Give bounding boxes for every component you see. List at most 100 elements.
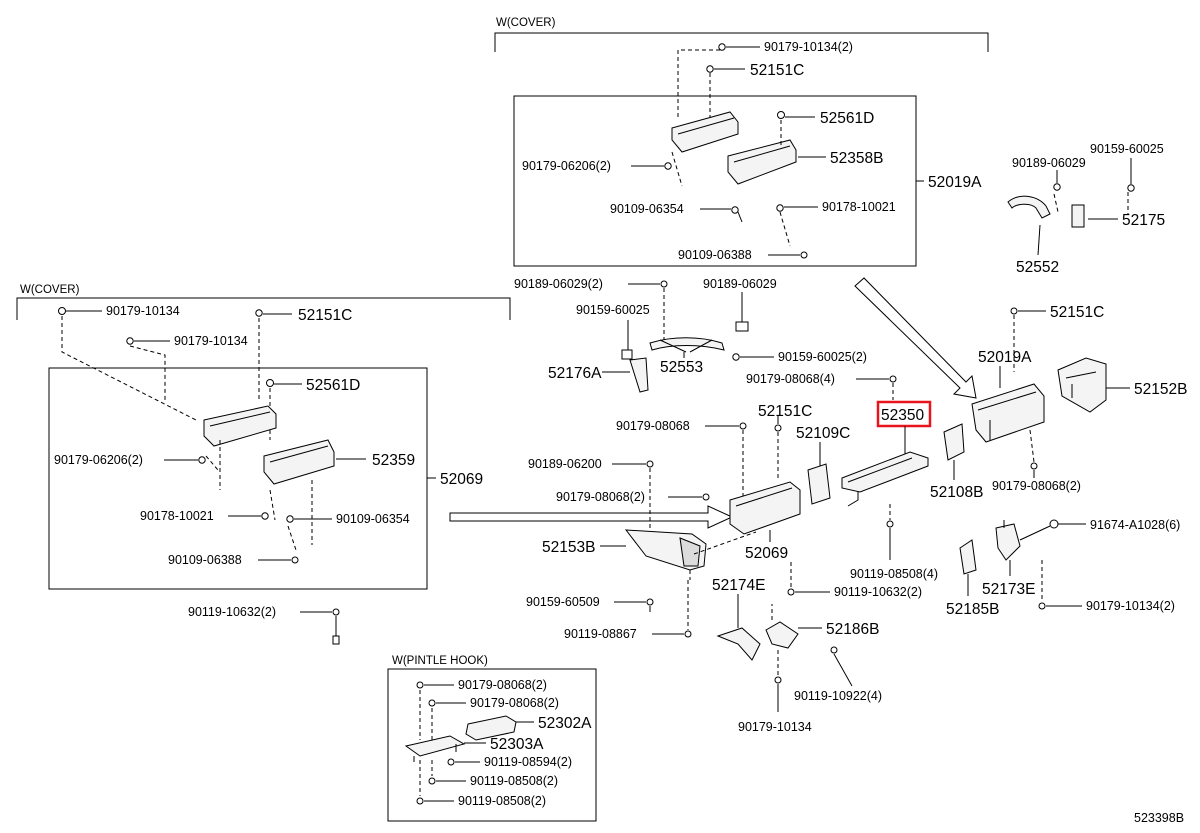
bolt-icon xyxy=(126,337,134,345)
part-label[interactable]: 90179-10134(2) xyxy=(1086,599,1175,613)
bracket-part xyxy=(1071,204,1085,228)
bracket-part xyxy=(629,357,649,393)
highlight-box xyxy=(876,400,932,428)
part-label[interactable]: 90119-10632(2) xyxy=(834,585,922,599)
part-label[interactable]: 52152B xyxy=(1134,381,1187,398)
part-label[interactable]: 90109-06388 xyxy=(168,553,242,567)
part-label[interactable]: 90119-10922(4) xyxy=(794,689,882,703)
part-label[interactable]: 52552 xyxy=(1016,259,1059,276)
part-label[interactable]: 90179-10134(2) xyxy=(764,40,853,54)
plate-part xyxy=(841,451,929,493)
part-label[interactable]: 90159-60509 xyxy=(526,595,600,609)
bolt-icon xyxy=(1053,183,1061,191)
part-label[interactable]: 90119-10632(2) xyxy=(188,605,276,619)
part-label[interactable]: 90179-06206(2) xyxy=(522,159,611,173)
part-label[interactable]: 52553 xyxy=(660,359,703,376)
part-label[interactable]: 52151C xyxy=(750,62,804,79)
part-label[interactable]: 90179-10134 xyxy=(738,720,812,734)
part-label[interactable]: 90179-08068(2) xyxy=(992,479,1081,493)
bolt-icon xyxy=(646,460,654,468)
nut-icon xyxy=(621,349,633,360)
part-label[interactable]: 90179-08068(4) xyxy=(746,372,835,386)
part-label[interactable]: 52069 xyxy=(440,471,483,488)
part-label[interactable]: 52186B xyxy=(826,621,879,638)
nut-icon xyxy=(1127,184,1135,192)
part-label[interactable]: 90189-06200 xyxy=(528,457,602,471)
part-label[interactable]: 90159-60025 xyxy=(1090,142,1164,156)
main-assembly: 90189-06029(2) 90189-06029 90159-60025 9… xyxy=(514,277,1187,734)
part-label[interactable]: 52153B xyxy=(542,539,595,556)
cover-top-bracket xyxy=(494,32,989,52)
part-label[interactable]: 52561D xyxy=(820,110,874,127)
bolt-icon xyxy=(800,251,808,259)
part-label[interactable]: 90109-06354 xyxy=(610,202,684,216)
bolt-icon xyxy=(889,375,897,383)
part-label[interactable]: 90179-08068(2) xyxy=(556,490,645,504)
part-label[interactable]: 90109-06388 xyxy=(678,248,752,262)
part-label[interactable]: 90189-06029(2) xyxy=(514,277,603,291)
part-label[interactable]: 90189-06029 xyxy=(703,277,777,291)
bracket-part xyxy=(765,621,799,649)
part-label-highlighted[interactable]: 52350 xyxy=(881,407,924,424)
part-label[interactable]: 52302A xyxy=(538,715,592,732)
part-label[interactable]: 52359 xyxy=(372,452,415,469)
part-label[interactable]: 52173E xyxy=(982,581,1035,598)
part-label[interactable]: 52174E xyxy=(712,577,765,594)
part-label[interactable]: 90179-08068(2) xyxy=(470,696,559,710)
part-label[interactable]: 52358B xyxy=(830,150,883,167)
bolt-icon xyxy=(1049,519,1059,529)
part-label[interactable]: 90119-08867 xyxy=(564,627,637,641)
cover-group-left: W(COVER) 90179-10134 52151C 90179-10134 … xyxy=(16,284,511,645)
part-label[interactable]: 90179-10134 xyxy=(106,304,180,318)
part-label[interactable]: 52151C xyxy=(758,403,812,420)
part-label[interactable]: 90159-60025 xyxy=(576,303,650,317)
bolt-icon xyxy=(830,646,838,654)
nut-icon xyxy=(198,456,206,464)
part-label[interactable]: 52175 xyxy=(1122,212,1165,229)
part-label[interactable]: 52019A xyxy=(928,174,982,191)
bracket-part xyxy=(1057,357,1107,413)
part-label[interactable]: 90179-08068(2) xyxy=(458,678,547,692)
part-label[interactable]: 90159-60025(2) xyxy=(778,350,867,364)
part-label[interactable]: 52561D xyxy=(306,377,360,394)
part-label[interactable]: 52108B xyxy=(930,484,983,501)
bracket-part xyxy=(203,405,277,447)
bracket-part xyxy=(959,539,977,575)
bolt-icon xyxy=(1030,462,1038,470)
part-label[interactable]: 52151C xyxy=(298,307,352,324)
part-label[interactable]: 90109-06354 xyxy=(336,512,410,526)
part-label[interactable]: 90119-08508(4) xyxy=(850,567,938,581)
bolt-icon xyxy=(255,309,263,317)
bolt-icon xyxy=(416,681,424,689)
part-label[interactable]: 52185B xyxy=(946,601,999,618)
bolt-icon xyxy=(58,307,66,315)
part-label[interactable]: 90189-06029 xyxy=(1012,156,1086,170)
part-label[interactable]: 52151C xyxy=(1050,304,1104,321)
part-label[interactable]: 90178-10021 xyxy=(140,509,214,523)
part-label[interactable]: 90119-08508(2) xyxy=(470,774,558,788)
part-label[interactable]: 52109C xyxy=(796,425,850,442)
bolt-icon xyxy=(718,43,726,51)
part-label[interactable]: 52303A xyxy=(490,736,544,753)
part-label[interactable]: 90119-08594(2) xyxy=(484,755,572,769)
strap-part xyxy=(649,337,725,351)
hook-part xyxy=(1007,195,1051,219)
part-label[interactable]: 90119-08508(2) xyxy=(458,794,546,808)
bolt-icon xyxy=(428,777,436,785)
bracket-part xyxy=(995,523,1021,561)
nut-icon xyxy=(776,204,784,212)
part-label[interactable]: 90179-08068 xyxy=(616,419,690,433)
bolt-icon xyxy=(266,379,274,387)
bolt-icon xyxy=(1010,307,1018,315)
part-label[interactable]: 52069 xyxy=(745,545,788,562)
part-label[interactable]: 90179-06206(2) xyxy=(54,453,143,467)
bracket-part xyxy=(263,439,335,485)
part-label[interactable]: 90178-10021 xyxy=(822,200,896,214)
part-label[interactable]: 91674-A1028(6) xyxy=(1090,518,1180,532)
part-label[interactable]: 90179-10134 xyxy=(174,334,248,348)
part-label[interactable]: 52176A xyxy=(548,365,602,382)
cover-group-top: W(COVER) 90179-10134(2) 52151C 52561D 52… xyxy=(494,17,989,267)
part-label[interactable]: 52019A xyxy=(978,349,1032,366)
